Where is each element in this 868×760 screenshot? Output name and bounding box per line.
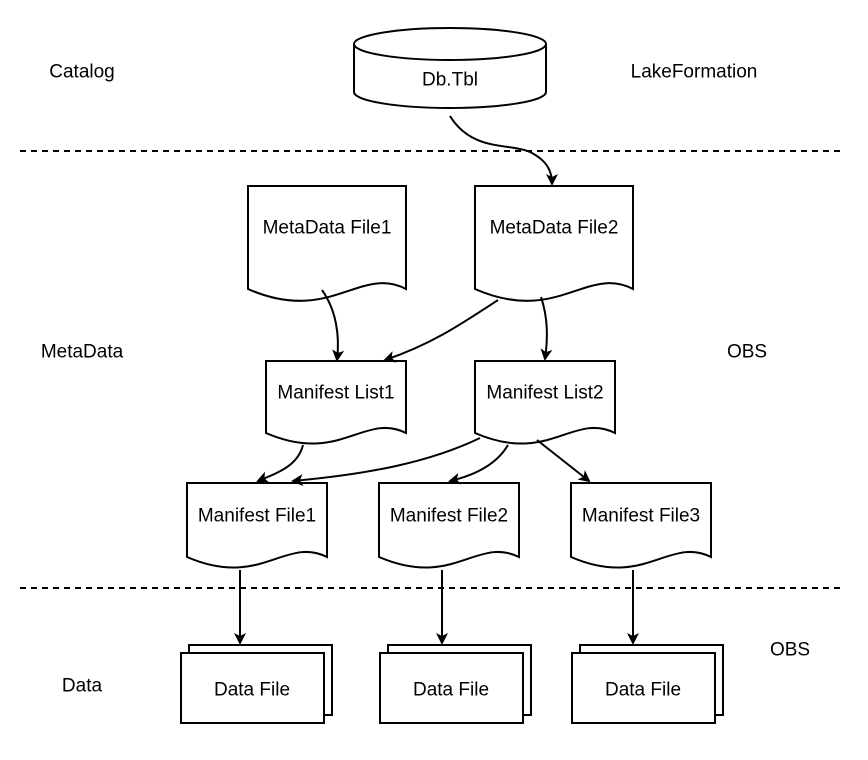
zone-label-data: Data <box>62 676 103 697</box>
zone-store-metadata: OBS <box>727 342 767 363</box>
data-file-node: Data File <box>180 644 333 724</box>
manifest-list-label: Manifest List1 <box>277 383 394 404</box>
zone-store-data: OBS <box>770 640 810 661</box>
manifest-list-label: Manifest List2 <box>486 383 603 404</box>
data-file-node: Data File <box>379 644 532 724</box>
manifest-file-node: Manifest File2 <box>378 482 520 569</box>
zone-store-catalog: LakeFormation <box>631 62 758 83</box>
manifest-list-node: Manifest List1 <box>265 360 407 445</box>
manifest-file-node: Manifest File3 <box>570 482 712 569</box>
zone-label-metadata: MetaData <box>41 342 124 363</box>
db-table-node: Db.Tbl <box>353 27 547 109</box>
manifest-list-node: Manifest List2 <box>474 360 616 445</box>
zone-label-catalog: Catalog <box>49 62 115 83</box>
data-file-label: Data File <box>413 680 489 701</box>
edge-metadata2-to-list1 <box>383 299 499 363</box>
edge-metadata2-to-list2 <box>540 296 553 361</box>
metadata-file-label: MetaData File2 <box>490 218 619 239</box>
db-table-label: Db.Tbl <box>422 70 478 91</box>
manifest-file-label: Manifest File2 <box>390 506 508 527</box>
edge-list2-to-file1 <box>291 437 481 487</box>
data-file-label: Data File <box>605 680 681 701</box>
edge-list2-to-file3 <box>536 439 591 483</box>
edge-db-to-metadata2 <box>449 115 558 186</box>
manifest-file-label: Manifest File1 <box>198 506 316 527</box>
manifest-file-node: Manifest File1 <box>186 482 328 569</box>
data-file-label: Data File <box>214 680 290 701</box>
metadata-file-node: MetaData File2 <box>474 185 634 302</box>
edge-metadata1-to-list1 <box>321 289 345 362</box>
manifest-file-label: Manifest File3 <box>582 506 700 527</box>
metadata-file-node: MetaData File1 <box>247 185 407 302</box>
edge-list1-to-file1 <box>256 444 304 483</box>
edge-list2-to-file2 <box>448 444 509 485</box>
metadata-file-label: MetaData File1 <box>263 218 392 239</box>
data-file-node: Data File <box>571 644 724 724</box>
